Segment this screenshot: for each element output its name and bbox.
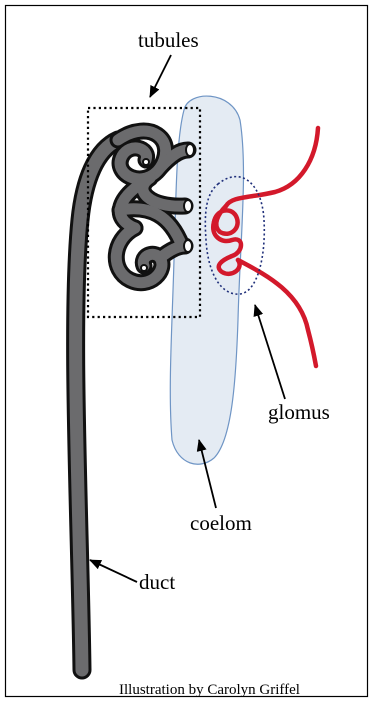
label-glomus: glomus (268, 400, 330, 424)
illustration-credit: Illustration by Carolyn Griffel (119, 682, 300, 698)
label-tubules: tubules (138, 28, 199, 52)
label-duct: duct (139, 570, 175, 594)
label-coelom: coelom (190, 511, 252, 535)
